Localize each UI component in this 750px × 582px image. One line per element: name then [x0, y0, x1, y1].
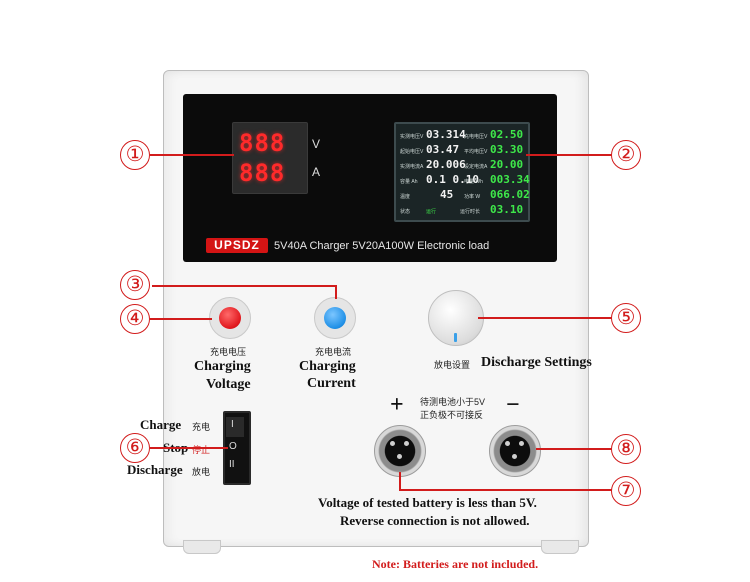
red-button-cap [219, 307, 241, 329]
lcd-row: 容量 Ah 0.1 0.10 电量 Wh 003.34 [400, 173, 530, 188]
callout-line-8 [536, 448, 612, 450]
discharge-cn-label: 放电 [192, 467, 211, 477]
lcd-label: 状态 [400, 209, 411, 215]
callout-line-2 [526, 154, 612, 156]
socket-pin [404, 441, 409, 446]
callout-line-5 [478, 317, 612, 319]
lcd-label: 起始电压V [400, 149, 424, 155]
lcd-label: 容量 Ah [400, 179, 418, 185]
voltage-led-display: 888 [239, 129, 286, 157]
socket-note-cn-1: 待测电池小于5V [420, 397, 486, 407]
lcd-value: 03.10 [490, 203, 524, 216]
callout-line-6 [150, 447, 228, 449]
charging-voltage-label-1: Charging [194, 359, 251, 374]
lcd-row: 温度 45 功率 W 066.02 [400, 188, 530, 203]
discharge-label: Discharge [127, 462, 183, 477]
lcd-label: 电量 Wh [464, 179, 483, 185]
voltage-unit: V [312, 137, 321, 151]
switch-on-symbol: I [231, 419, 234, 430]
charging-voltage-label-2: Voltage [206, 377, 251, 392]
lcd-label: 温度 [400, 194, 411, 200]
callout-7: ⑦ [611, 476, 641, 506]
callout-line-1 [150, 154, 234, 156]
lcd-value: 20.00 [490, 158, 524, 171]
lcd-label: 实测电流A [400, 164, 424, 170]
knob-indicator [454, 333, 457, 342]
lcd-value: 066.02 [490, 188, 530, 201]
callout-8: ⑧ [611, 434, 641, 464]
socket-pin [512, 454, 517, 459]
brand-logo: UPSDZ [206, 238, 268, 253]
lcd-row: 起始电压V 03.47 平均电压V 03.30 [400, 143, 524, 158]
charging-current-button[interactable] [314, 297, 356, 339]
callout-1: ① [120, 140, 150, 170]
callout-3: ③ [120, 270, 150, 300]
charging-voltage-cn-label: 充电电压 [210, 347, 247, 357]
positive-socket[interactable] [374, 425, 426, 477]
lcd-value: 003.34 [490, 173, 530, 186]
voltage-note: Voltage of tested battery is less than 5… [318, 495, 537, 510]
lcd-label: 运行时长 [460, 209, 481, 215]
lcd-label: 平均电压V [464, 149, 488, 155]
lcd-value: 45 [440, 188, 454, 201]
charging-current-label-1: Charging [299, 359, 356, 374]
socket-note-cn-2: 正负极不可接反 [420, 410, 484, 420]
blue-button-cap [324, 307, 346, 329]
lcd-label: 功率 W [464, 194, 481, 200]
switch-discharge-symbol: II [229, 459, 235, 470]
led-meter: 888 888 [232, 122, 308, 194]
callout-6: ⑥ [120, 433, 150, 463]
lcd-row: 实测电流A 20.006 设定电流A 20.00 [400, 158, 524, 173]
negative-sign: − [506, 392, 520, 418]
callout-5: ⑤ [611, 303, 641, 333]
callout-line-3 [152, 285, 336, 287]
switch-off-symbol: O [229, 441, 237, 452]
stop-cn-label: 停止 [192, 445, 211, 455]
lcd-screen: 实测电压V 03.314 充电电压V 02.50 起始电压V 03.47 平均电… [394, 122, 530, 222]
current-unit: A [312, 165, 321, 179]
callout-line-7 [399, 489, 612, 491]
device-foot-right [541, 540, 579, 554]
socket-pin [397, 454, 402, 459]
lcd-value: 0.1 0.10 [426, 173, 479, 186]
reverse-connection-note: Reverse connection is not allowed. [340, 513, 530, 528]
discharge-settings-label: Discharge Settings [481, 355, 592, 370]
lcd-label: 设定电流A [464, 164, 488, 170]
charging-voltage-button[interactable] [209, 297, 251, 339]
lcd-value: 20.006 [426, 158, 466, 171]
charge-label: Charge [140, 417, 182, 432]
charge-cn-label: 充电 [192, 422, 211, 432]
callout-line-4 [150, 318, 212, 320]
socket-pin [505, 441, 510, 446]
callout-2: ② [611, 140, 641, 170]
lcd-value: 03.30 [490, 143, 524, 156]
callout-4: ④ [120, 304, 150, 334]
lcd-row: 状态 运行 运行时长 03.10 [400, 203, 524, 218]
positive-sign: + [390, 392, 404, 418]
lcd-row: 实测电压V 03.314 充电电压V 02.50 [400, 128, 524, 143]
rocker-paddle [226, 417, 244, 437]
discharge-cn-label: 放电设置 [434, 360, 471, 370]
charging-current-cn-label: 充电电流 [315, 347, 352, 357]
lcd-value: 03.47 [426, 143, 460, 156]
socket-pin [519, 441, 524, 446]
negative-socket[interactable] [489, 425, 541, 477]
lcd-value: 02.50 [490, 128, 524, 141]
brand-text: 5V40A Charger 5V20A100W Electronic load [274, 240, 490, 252]
batteries-note: Note: Batteries are not included. [372, 557, 539, 571]
socket-pin [390, 441, 395, 446]
callout-line-3-drop [335, 285, 337, 299]
lcd-label: 实测电压V [400, 134, 424, 140]
charging-current-label-2: Current [307, 376, 356, 391]
lcd-status: 运行 [426, 209, 437, 215]
callout-line-7-drop [399, 472, 401, 490]
device-foot-left [183, 540, 221, 554]
lcd-value: 03.314 [426, 128, 466, 141]
current-led-display: 888 [239, 159, 286, 187]
lcd-label: 充电电压V [464, 134, 488, 140]
